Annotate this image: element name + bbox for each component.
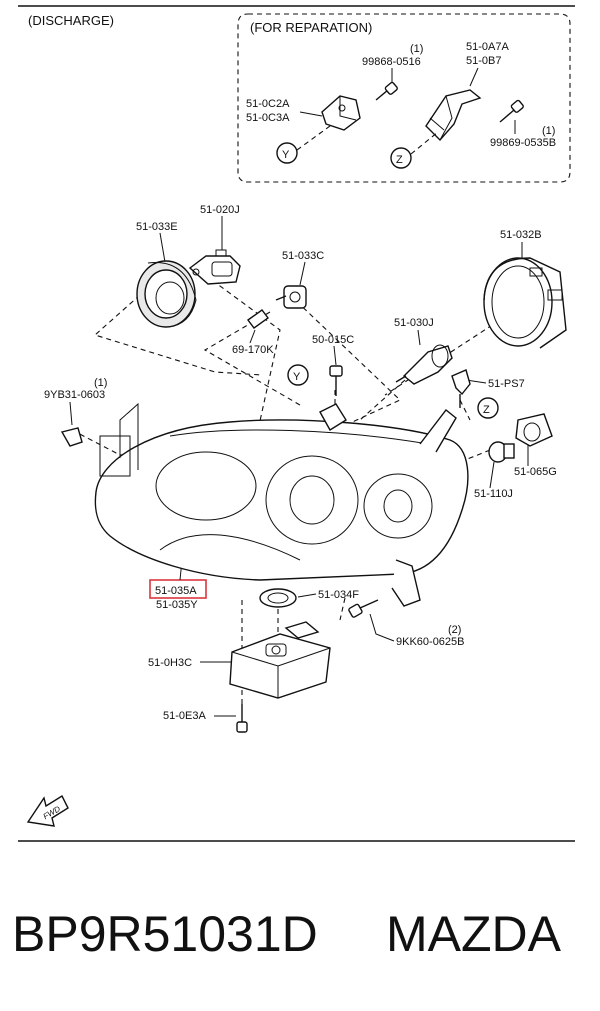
marker-y-inset	[276, 142, 298, 164]
dust-cap-51-032B-icon	[483, 257, 567, 349]
bulb-51-030J-icon	[395, 344, 453, 385]
headlamp-housing-51-035A-icon	[94, 402, 469, 607]
label-51-0C2A: 51-0C2A	[246, 98, 290, 110]
label-51-032B: 51-032B	[500, 229, 542, 241]
label-99869-0535B: 99869-0535B	[490, 137, 556, 149]
label-51-0B7: 51-0B7	[466, 55, 501, 67]
assembly-lines	[71, 274, 501, 708]
label-51-035Y: 51-035Y	[156, 599, 198, 611]
marker-y-text: Y	[293, 371, 301, 383]
marker-z-inset	[390, 147, 412, 169]
part-number: BP9R51031D	[12, 906, 318, 962]
qty-9YB31-0603: (1)	[94, 377, 107, 389]
qty-99869-0535B: (1)	[542, 125, 555, 137]
discharge-label: (DISCHARGE)	[28, 13, 114, 28]
bracket-z-icon	[425, 89, 482, 142]
socket-51-033C-icon	[275, 285, 307, 309]
highlight-box-51-035A	[149, 579, 207, 599]
gasket-51-034F-icon	[259, 588, 297, 608]
reparation-inset: (FOR REPARATION) (1) 99868-0516 51-0A7A …	[237, 13, 571, 183]
screw-icon	[499, 99, 524, 123]
bracket-y-icon	[321, 95, 361, 131]
bulb-69-170K-icon	[247, 309, 269, 329]
screw-51-0E3A-icon	[236, 704, 248, 733]
marker-z	[477, 397, 499, 419]
screw-icon	[375, 81, 398, 101]
label-51-0C3A: 51-0C3A	[246, 112, 290, 124]
label-9YB31-0603: 9YB31-0603	[44, 389, 105, 401]
label-51-065G: 51-065G	[514, 466, 557, 478]
fwd-arrow-icon: FWD	[26, 794, 69, 827]
dust-cap-51-033E-icon	[136, 260, 197, 328]
screw-9KK60-0625B-icon	[348, 599, 379, 618]
marker-y-inset-text: Y	[282, 149, 290, 161]
label-51-0A7A: 51-0A7A	[466, 41, 509, 53]
leader-lines	[69, 216, 529, 717]
label-69-170K: 69-170K	[232, 344, 274, 356]
bulb-51-110J-icon	[488, 441, 515, 463]
qty-9KK60-0625B: (2)	[448, 624, 461, 636]
brand-name: MAZDA	[386, 906, 562, 962]
hid-bulb-51-020J-icon	[188, 249, 241, 285]
label-51-034F: 51-034F	[318, 589, 359, 601]
label-51-PS7: 51-PS7	[488, 378, 525, 390]
marker-z-inset-text: Z	[396, 154, 403, 166]
inset-border	[237, 13, 571, 183]
ballast-51-0H3C-icon	[229, 621, 331, 699]
label-50-015C: 50-015C	[312, 334, 354, 346]
qty-99868-0516: (1)	[410, 43, 423, 55]
label-51-0E3A: 51-0E3A	[163, 710, 206, 722]
label-51-030J: 51-030J	[394, 317, 434, 329]
bolt-50-015C-icon	[329, 365, 343, 396]
marker-y	[287, 364, 309, 386]
clip-9YB31-0603-icon	[60, 427, 83, 447]
label-9KK60-0625B: 9KK60-0625B	[396, 636, 465, 648]
label-51-033C: 51-033C	[282, 250, 324, 262]
label-51-110J: 51-110J	[474, 488, 513, 500]
marker-z-text: Z	[483, 404, 490, 416]
label-51-0H3C: 51-0H3C	[148, 657, 192, 669]
socket-51-065G-icon	[515, 413, 553, 447]
label-51-033E: 51-033E	[136, 221, 178, 233]
label-51-035A: 51-035A	[155, 585, 197, 597]
label-51-020J: 51-020J	[200, 204, 240, 216]
clip-51-PS7-icon	[451, 369, 471, 408]
reparation-label: (FOR REPARATION)	[250, 20, 372, 35]
label-99868-0516: 99868-0516	[362, 56, 421, 68]
